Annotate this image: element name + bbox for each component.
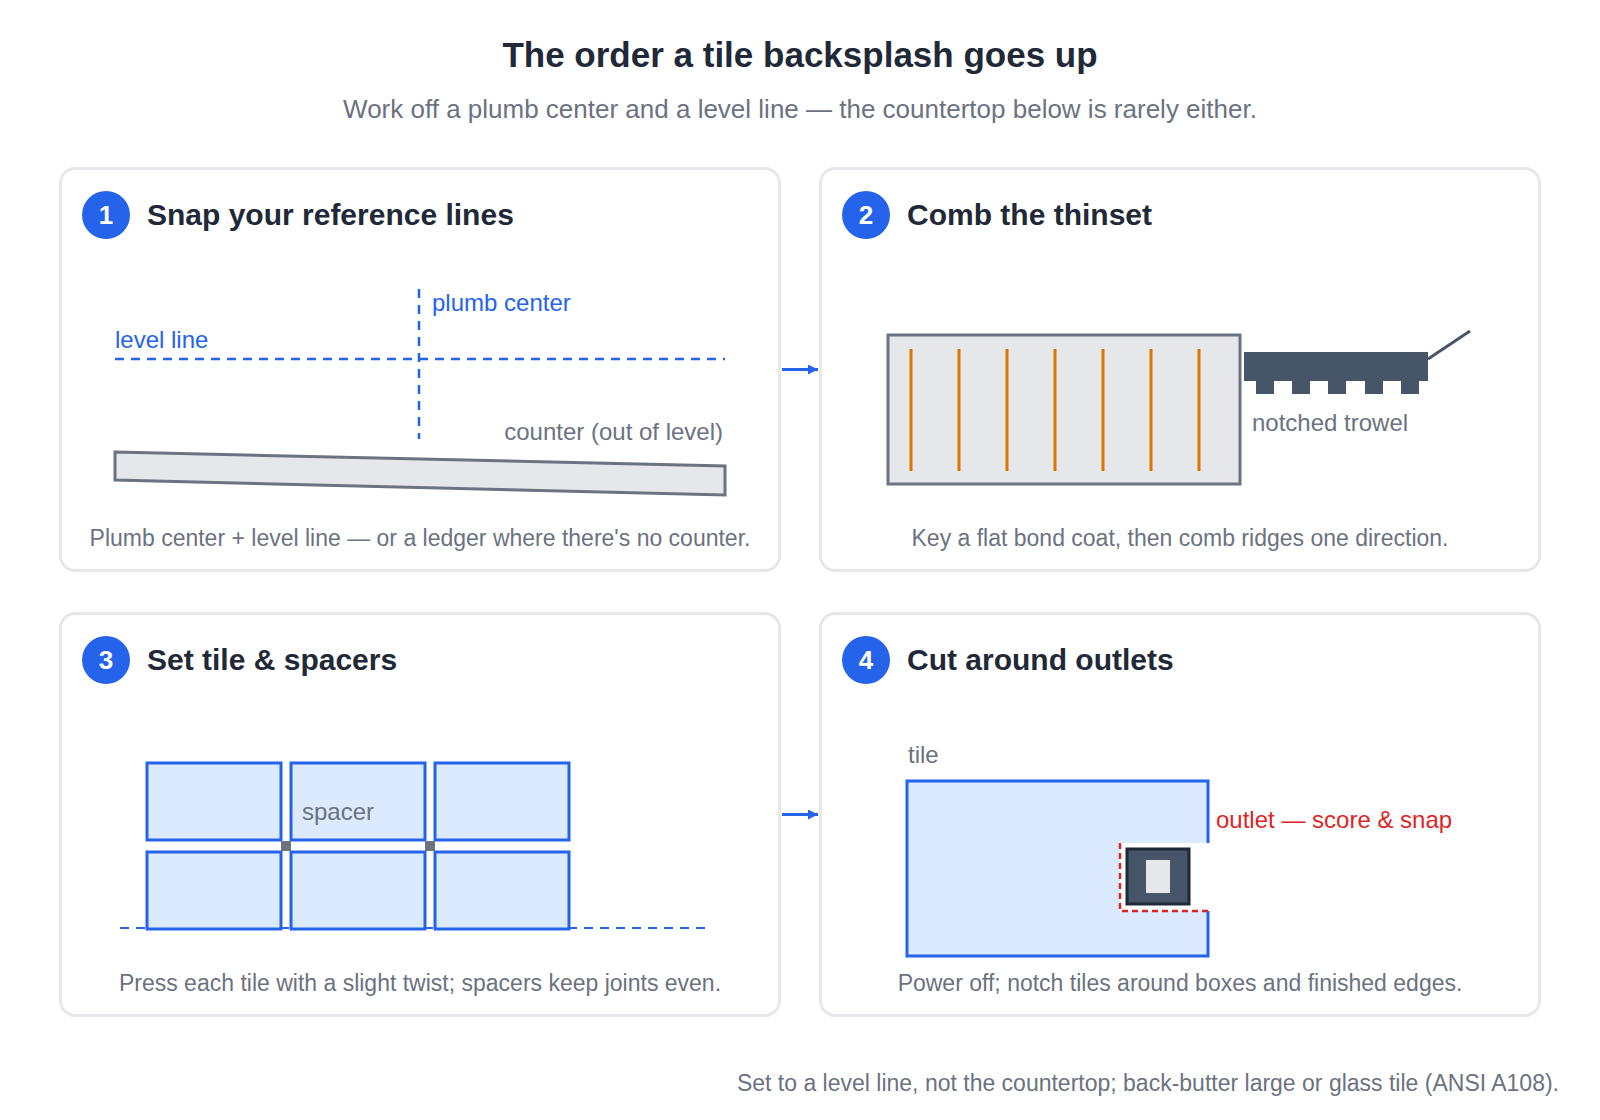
part-label: tile [908, 740, 939, 770]
tile [291, 852, 425, 929]
step-note: Power off; notch tiles around boxes and … [832, 969, 1528, 998]
step-panel: Cut around outletsPower off; notch tiles… [819, 612, 1541, 1017]
step-heading: Comb the thinset [907, 196, 1152, 234]
step-badge: 3 [82, 636, 130, 684]
step-panel: Snap your reference linesPlumb center + … [59, 167, 781, 572]
step-note: Key a flat bond coat, then comb ridges o… [832, 524, 1528, 553]
outlet-face [1146, 860, 1170, 893]
thinset-ridge [958, 349, 961, 471]
caption: Set to a level line, not the countertop;… [737, 1069, 1559, 1098]
step-panel: Comb the thinsetKey a flat bond coat, th… [819, 167, 1541, 572]
trowel-tooth [1292, 380, 1310, 394]
thinset-ridge [1102, 349, 1105, 471]
cut-line [1120, 843, 1208, 911]
trowel-handle [1428, 331, 1470, 359]
step-number: 2 [859, 199, 873, 232]
step-heading: Snap your reference lines [147, 196, 514, 234]
step-note: Press each tile with a slight twist; spa… [72, 969, 768, 998]
thinset-ridge [1150, 349, 1153, 471]
spacer-mark [281, 841, 291, 851]
tile [147, 852, 281, 929]
trowel-tooth [1328, 380, 1346, 394]
title: The order a tile backsplash goes up [502, 33, 1097, 77]
step-heading: Cut around outlets [907, 641, 1174, 679]
tile [147, 763, 281, 840]
callout-label: outlet — score & snap [1216, 805, 1452, 835]
thinset-ridge [910, 349, 913, 471]
trowel-tooth [1401, 380, 1419, 394]
tile [435, 763, 569, 840]
flow-arrow [782, 813, 818, 816]
part-label: spacer [302, 797, 374, 827]
line-label: plumb center [432, 288, 571, 318]
tile [291, 763, 425, 840]
step-badge: 1 [82, 191, 130, 239]
part-label: counter (out of level) [504, 417, 723, 447]
thinset-ridge [1006, 349, 1009, 471]
plumb-line [418, 289, 421, 439]
outlet-box [1127, 849, 1189, 904]
thinset-ridge [1054, 349, 1057, 471]
thinset-ridge [1198, 349, 1201, 471]
subtitle: Work off a plumb center and a level line… [343, 93, 1257, 126]
step-number: 1 [99, 199, 113, 232]
step-note: Plumb center + level line — or a ledger … [72, 524, 768, 553]
step-badge: 2 [842, 191, 890, 239]
thinset-area [888, 335, 1240, 484]
trowel-tooth [1365, 380, 1383, 394]
part-label: notched trowel [1252, 408, 1408, 438]
flow-arrow [782, 368, 818, 371]
tile-grid [147, 763, 569, 929]
tile [435, 852, 569, 929]
spacer-mark [425, 841, 435, 851]
trowel-tooth [1256, 380, 1274, 394]
step-number: 3 [99, 644, 113, 677]
line-label: level line [115, 325, 208, 355]
tile-fill [907, 781, 1208, 956]
countertop [115, 452, 725, 495]
tile-outline [907, 781, 1208, 956]
step-panel: Set tile & spacersPress each tile with a… [59, 612, 781, 1017]
trowel-teeth [1256, 380, 1419, 394]
thinset-ridges [911, 349, 1199, 471]
step-number: 4 [859, 644, 873, 677]
step-badge: 4 [842, 636, 890, 684]
trowel-body [1244, 352, 1428, 381]
step-heading: Set tile & spacers [147, 641, 397, 679]
